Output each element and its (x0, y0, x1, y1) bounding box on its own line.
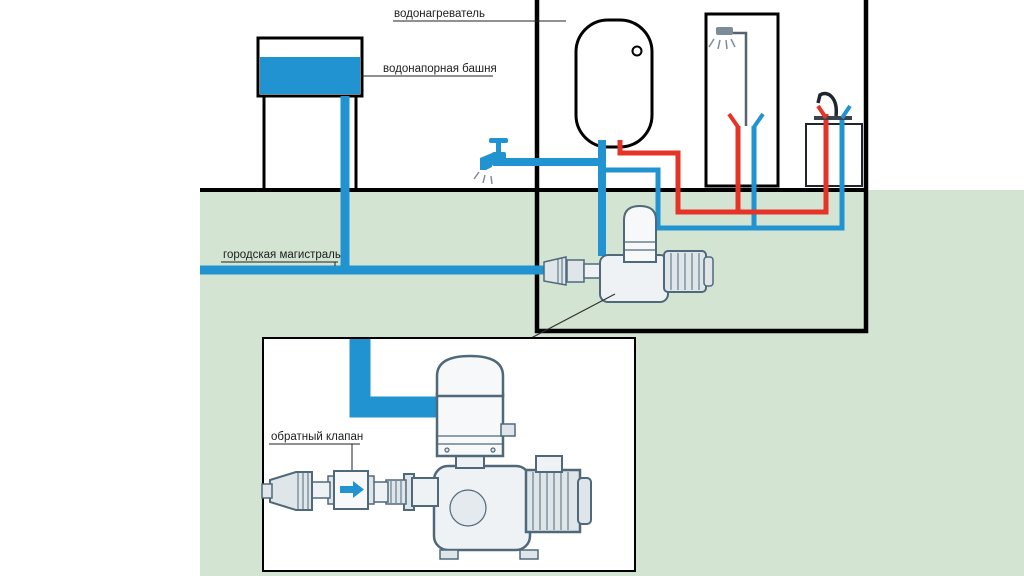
shower-hot-valve (727, 112, 740, 129)
tap-handle (489, 138, 508, 143)
cold-distribution-pipe (602, 116, 845, 231)
diagram-labels: водонагреватель водонапорная башня город… (221, 8, 566, 470)
city-main-pipe (200, 96, 552, 275)
heater-thermostat-icon (631, 45, 643, 57)
shower-cabin (704, 12, 780, 188)
inset-cone-tip (261, 483, 273, 499)
shower-assembly (708, 27, 765, 129)
inset-stub-pipe (311, 481, 331, 499)
tap-water-spray (473, 171, 493, 185)
cone-coupling-ridges (557, 258, 563, 284)
label-check-valve: обратный клапан (271, 431, 363, 443)
tower-tank-outline (256, 36, 364, 98)
tap-stem (496, 143, 501, 153)
shower-supply-pipe (728, 31, 748, 126)
inset-unit-side-port (500, 423, 516, 437)
inset-cone-coupling (269, 471, 313, 511)
outdoor-tap (473, 138, 508, 185)
tap-spout (480, 153, 492, 170)
hot-distribution-pipe (617, 114, 829, 215)
sink-pedestal (805, 123, 863, 187)
sink-cold-valve (840, 104, 852, 120)
pressure-unit-detail (624, 241, 656, 251)
water-heater (574, 18, 654, 149)
pipe-coupling (566, 259, 585, 283)
inset-cone-ridges (297, 473, 309, 509)
label-water-heater: водонагреватель (394, 8, 485, 20)
inset-pressure-unit-dome (435, 354, 505, 398)
pump-unit (543, 204, 714, 303)
cold-water-pipes (200, 96, 845, 275)
shower-spray (708, 38, 736, 50)
inset-pump-foot-right (519, 549, 539, 560)
inset-pressure-unit-body (435, 392, 505, 458)
inset-pump-volute (449, 489, 487, 527)
sink-faucet (814, 91, 852, 120)
faucet-base (814, 116, 852, 120)
check-valve-flow-arrow (353, 481, 364, 498)
tap-body (492, 152, 506, 166)
motor-end-cap (703, 256, 714, 287)
hot-water-pipes (617, 114, 829, 215)
pressure-control-unit (623, 204, 657, 263)
shower-head-icon (716, 27, 733, 35)
water-heater-tank (574, 18, 654, 149)
tower-water-level (260, 57, 360, 94)
inset-pressure-unit-detail (437, 435, 503, 453)
inset-motor (524, 468, 582, 534)
cone-coupling (543, 256, 567, 286)
inset-coupling-ridges (390, 481, 402, 503)
label-city-main: городская магистраль (223, 249, 341, 261)
inset-terminal-box (535, 455, 563, 473)
pump-detail-inset (261, 337, 636, 572)
check-valve-arrow-shaft (340, 486, 354, 493)
inset-inlet-neck (411, 477, 439, 507)
motor-fins (670, 253, 700, 290)
sink-spout (816, 91, 838, 117)
inset-pump-foot-left (439, 549, 459, 560)
inset-motor-fins (532, 472, 569, 530)
inset-motor-end-cap (577, 477, 592, 525)
water-tower (256, 36, 364, 190)
sink-hot-valve (816, 104, 828, 120)
shower-cold-valve (752, 112, 765, 129)
label-water-tower: водонапорная башня (383, 63, 497, 75)
inset-cold-supply-pipe (349, 339, 436, 418)
